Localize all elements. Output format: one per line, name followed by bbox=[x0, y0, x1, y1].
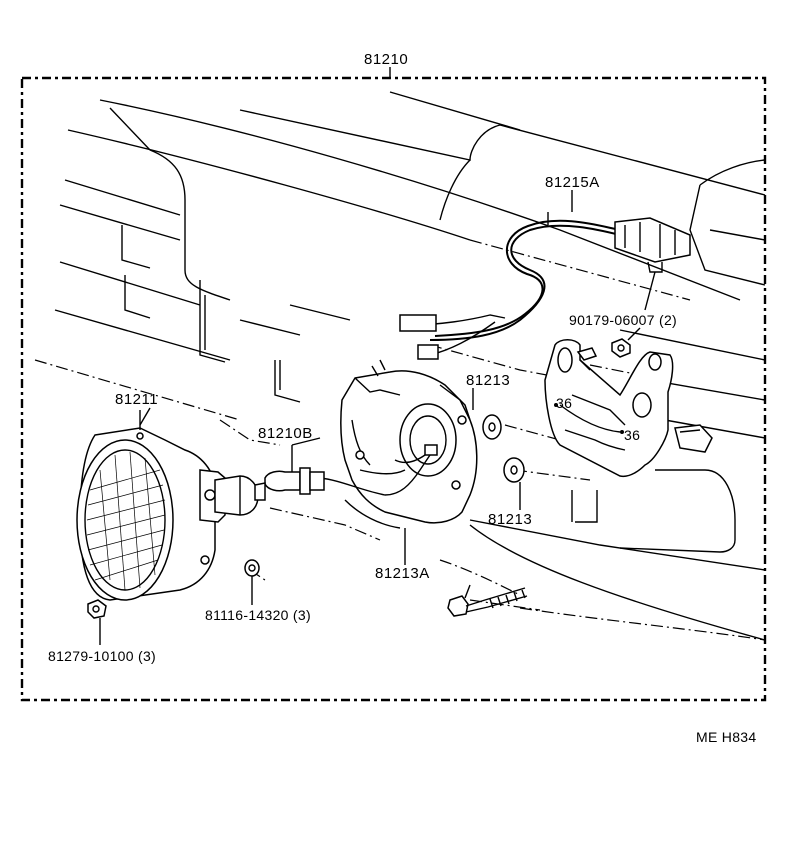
nut-part bbox=[611, 327, 641, 358]
label-bulb: 81210B bbox=[258, 425, 313, 442]
lamp-unit bbox=[76, 410, 266, 601]
lens-hatch bbox=[86, 451, 166, 591]
svg-text:36: 36 bbox=[556, 395, 572, 411]
svg-text:36: 36 bbox=[624, 427, 640, 443]
grommet-lower bbox=[503, 457, 525, 483]
label-nut: 90179-06007 (2) bbox=[569, 312, 677, 328]
label-assembly: 81210 bbox=[364, 51, 408, 68]
screw-small bbox=[244, 559, 260, 605]
label-grommet-upper: 81213 bbox=[466, 372, 510, 389]
label-screw-small: 81116-14320 (3) bbox=[205, 607, 311, 623]
label-lamp: 81211 bbox=[115, 391, 158, 408]
leader-lines bbox=[139, 190, 656, 565]
adjusting-bolt bbox=[447, 584, 528, 617]
diagram-code: ME H834 bbox=[696, 729, 756, 745]
lamp-housing-cover bbox=[319, 359, 478, 529]
assembly-boundary bbox=[20, 67, 767, 702]
grille-slats bbox=[121, 225, 301, 403]
bulb-part bbox=[264, 445, 325, 495]
body-panel-outline bbox=[54, 91, 766, 641]
wiring-harness bbox=[399, 212, 691, 360]
label-grommet-lower: 81213 bbox=[488, 511, 532, 528]
label-screw-lamp: 81279-10100 (3) bbox=[48, 648, 156, 664]
screw-lamp bbox=[87, 599, 107, 645]
label-harness: 81215A bbox=[545, 174, 600, 191]
grommet-upper bbox=[482, 414, 502, 440]
label-cover: 81213A bbox=[375, 565, 430, 582]
mounting-bracket: 36 36 bbox=[544, 339, 713, 478]
